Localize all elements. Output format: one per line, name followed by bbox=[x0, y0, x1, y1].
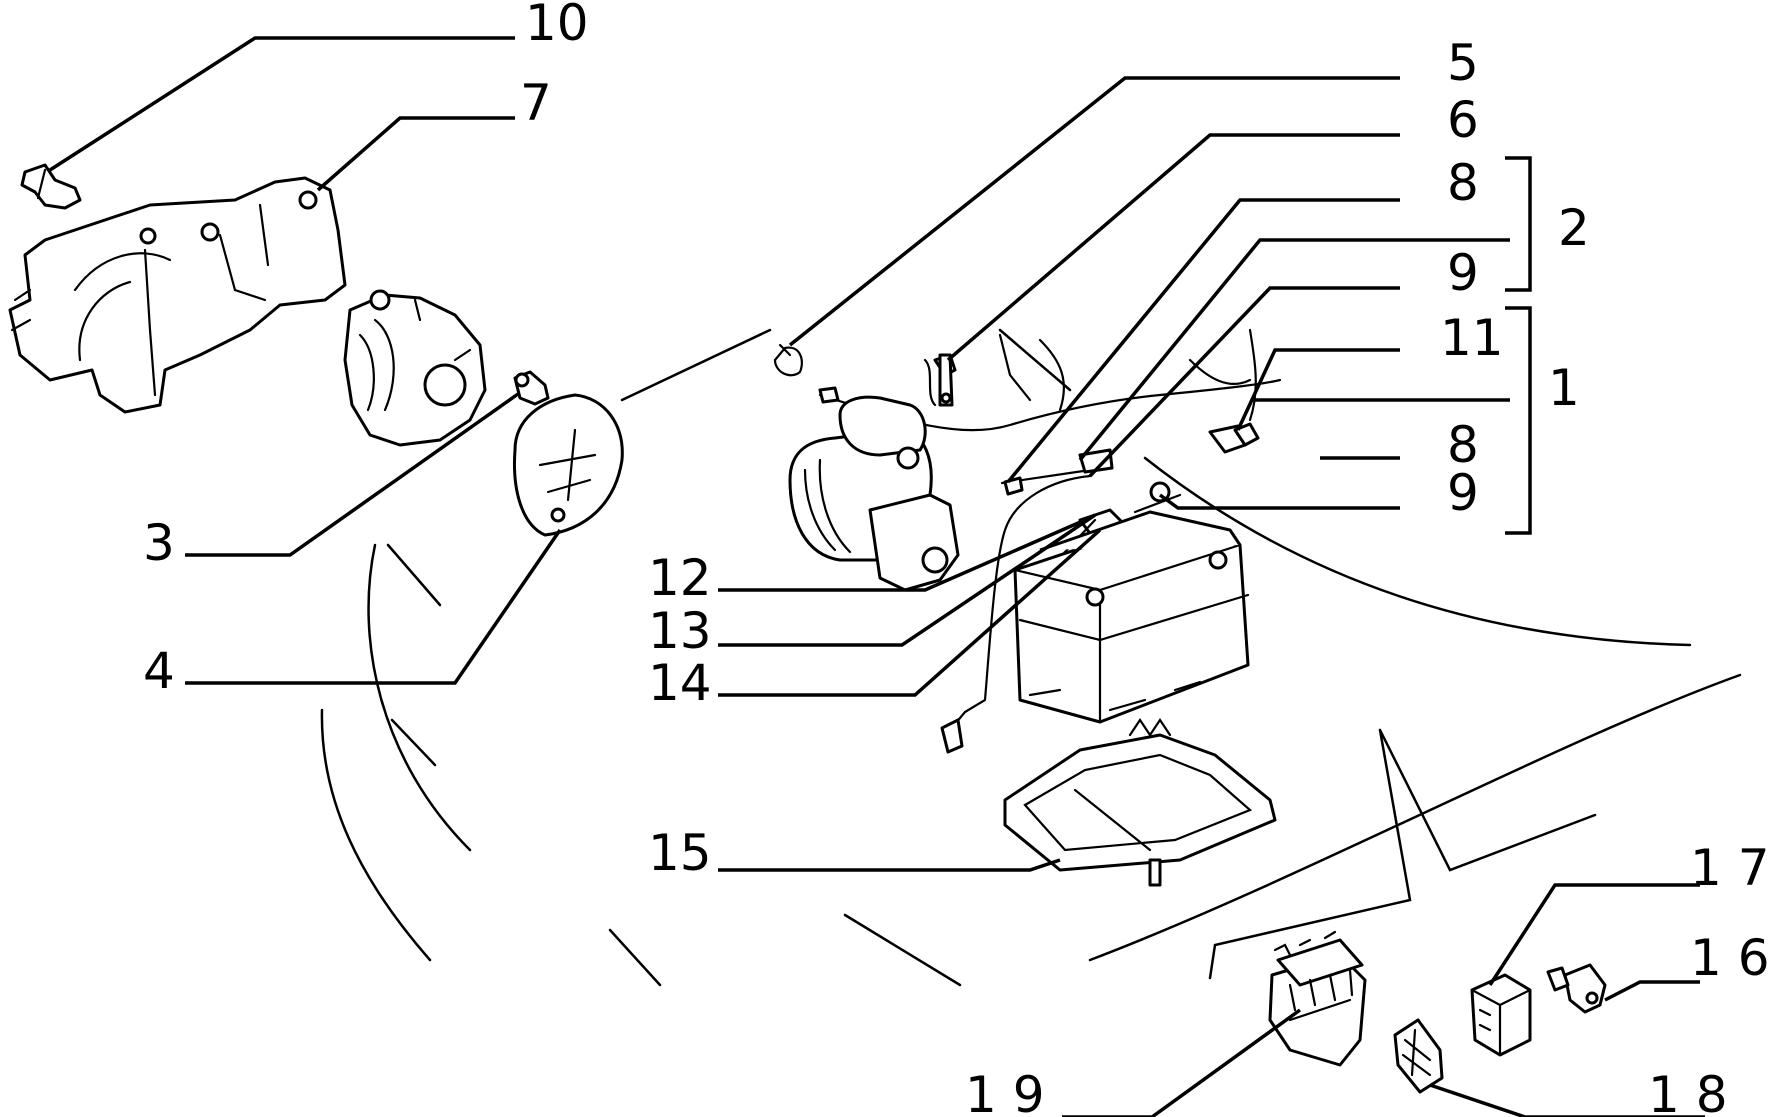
part-7-timing-cover-icon bbox=[8, 176, 347, 414]
car-body-outline bbox=[320, 328, 1742, 987]
callout-3: 3 bbox=[143, 514, 175, 572]
part-16-bracket-icon bbox=[1546, 963, 1607, 1014]
callout-10: 10 bbox=[525, 0, 589, 52]
callout-4: 4 bbox=[143, 642, 175, 700]
callout-7: 7 bbox=[520, 74, 552, 132]
callout-labels: 10 7 5 6 8 2 9 11 1 8 9 3 4 12 13 14 15 … bbox=[143, 0, 1769, 1117]
water-pump-icon bbox=[343, 289, 487, 447]
callout-6: 6 bbox=[1447, 91, 1479, 149]
callout-18: 1 8 bbox=[1648, 1066, 1728, 1117]
callout-9-lower: 9 bbox=[1447, 464, 1479, 522]
starter-motor-icon bbox=[788, 395, 960, 592]
part-4-cover-plate-icon bbox=[513, 393, 624, 537]
callout-8-lower: 8 bbox=[1447, 416, 1479, 474]
callout-9-upper: 9 bbox=[1447, 244, 1479, 302]
part-10-sensor-icon bbox=[20, 163, 82, 210]
connectors-icon bbox=[818, 353, 954, 407]
part-19-fuse-box-icon bbox=[1268, 930, 1367, 1067]
leader-lines bbox=[49, 36, 1705, 1117]
wiring-harness-icon bbox=[773, 328, 1282, 454]
callout-13: 13 bbox=[648, 602, 712, 660]
callout-14: 14 bbox=[648, 654, 712, 712]
part-15-battery-tray-icon bbox=[1003, 718, 1277, 887]
callout-11: 11 bbox=[1440, 309, 1504, 367]
callout-2: 2 bbox=[1558, 199, 1590, 257]
callout-1: 1 bbox=[1548, 359, 1580, 417]
part-18-fuse-block-icon bbox=[1393, 1018, 1444, 1094]
callout-16: 1 6 bbox=[1690, 929, 1769, 987]
callout-19: 1 9 bbox=[965, 1066, 1045, 1117]
callout-12: 12 bbox=[648, 549, 712, 607]
part-17-relay-icon bbox=[1470, 973, 1532, 1057]
callout-17: 1 7 bbox=[1690, 839, 1769, 897]
callout-15: 15 bbox=[648, 824, 712, 882]
callout-8-upper: 8 bbox=[1447, 154, 1479, 212]
part-3-switch-icon bbox=[513, 370, 550, 406]
callout-5: 5 bbox=[1447, 34, 1479, 92]
